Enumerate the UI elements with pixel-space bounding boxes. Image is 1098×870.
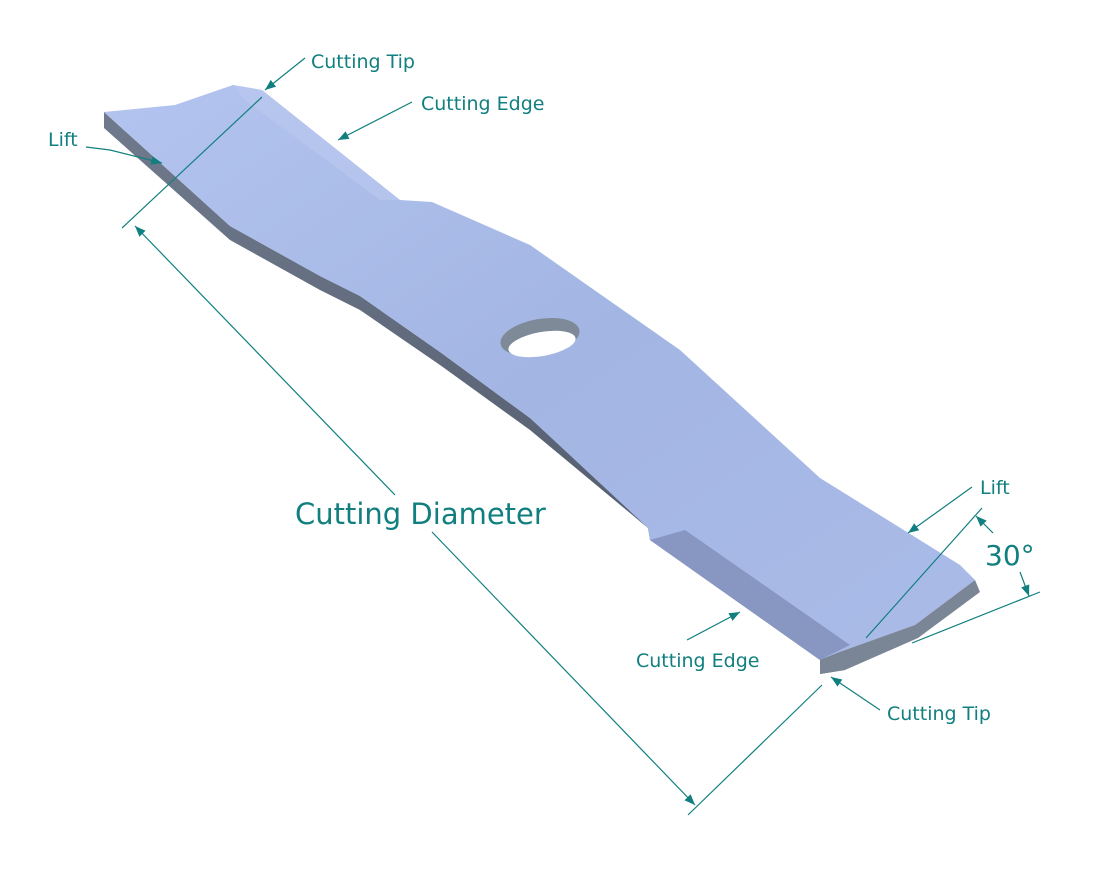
top-edge-bevel	[233, 85, 400, 200]
cutting-edge-bottom-leader	[686, 611, 741, 641]
label-lift-left: Lift	[48, 129, 78, 151]
lift-right-leader	[907, 486, 973, 534]
center-hole	[500, 317, 580, 358]
blade-top-surface	[104, 85, 975, 660]
cutting-tip-top-leader	[264, 57, 306, 91]
label-lift-right: Lift	[980, 477, 1010, 499]
blade-body	[104, 85, 980, 674]
angle-reference-line	[865, 507, 983, 639]
cutting-edge-top-leader	[337, 101, 413, 141]
angle-arrow-lower	[1019, 571, 1030, 597]
cutting-diameter-dim-lower	[431, 531, 696, 806]
annotation-lines	[85, 57, 1041, 816]
label-cutting-tip-bottom: Cutting Tip	[887, 703, 991, 725]
angle-arrow-upper	[975, 515, 994, 534]
cutting-tip-bottom-leader	[830, 676, 881, 711]
bottom-tip-extension-line	[687, 684, 823, 816]
angle-extension-line	[911, 591, 1041, 644]
top-tip-extension-line	[121, 96, 263, 229]
blade-end-face	[820, 580, 980, 674]
label-cutting-edge-bottom: Cutting Edge	[636, 650, 759, 672]
lift-left-leader	[85, 146, 163, 165]
label-cutting-tip-top: Cutting Tip	[311, 51, 415, 73]
label-angle-30: 30°	[985, 539, 1035, 572]
annotation-labels: Cutting Tip Cutting Edge Lift Cutting Di…	[48, 51, 1035, 725]
label-cutting-diameter: Cutting Diameter	[295, 497, 546, 531]
label-cutting-edge-top: Cutting Edge	[421, 93, 544, 115]
bottom-edge-bevel	[650, 530, 850, 660]
cutting-diameter-dim-upper	[134, 225, 396, 496]
